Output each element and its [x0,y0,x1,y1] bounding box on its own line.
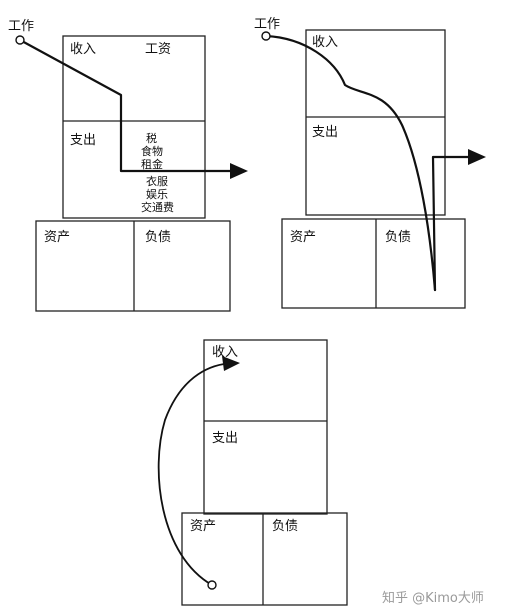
cashflow-arrow-2 [431,155,472,292]
income-label-2: 收入 [312,35,338,50]
balance-sheet-box-1 [35,220,231,312]
expense-label-3: 支出 [212,431,238,446]
work-node-1 [15,35,25,45]
salary-label-1: 工资 [145,42,171,57]
expense-label-1: 支出 [70,133,96,148]
diagram-2: 工作 收入 支出 资产 负债 [254,17,486,309]
liabilities-label-1: 负债 [145,230,171,245]
expense-item-food: 食物 [141,144,163,158]
arrow-head-2 [468,149,486,165]
expense-item-tax: 税 [146,131,157,145]
expense-item-entertainment: 娱乐 [146,187,168,201]
income-statement-box-1 [62,35,206,219]
arrow-head-3 [222,356,240,371]
income-statement-box-3 [203,339,328,515]
expense-item-rent: 租金 [141,157,163,171]
arrow-head-1 [230,163,248,179]
expense-item-transport: 交通费 [141,200,174,214]
assets-label-1: 资产 [44,230,70,245]
assets-label-2: 资产 [290,230,316,245]
income-statement-box-2 [305,29,446,216]
balance-sheet-box-3 [181,512,348,606]
work-label-2: 工作 [254,17,280,32]
expense-label-2: 支出 [312,125,338,140]
income-label-1: 收入 [70,42,96,57]
cashflow-arrow-1 [18,38,234,173]
cashflow-curve-3 [157,363,225,586]
liabilities-label-2: 负债 [385,230,411,245]
expense-item-clothing: 衣服 [146,174,168,188]
work-node-2 [261,31,271,41]
assets-label-3: 资产 [190,519,216,534]
watermark: 知乎 @Kimo大师 [382,590,484,606]
work-label-1: 工作 [8,19,34,34]
income-label-3: 收入 [212,345,238,360]
diagram-3: 收入 支出 资产 负债 [157,339,348,606]
cashflow-curve-2 [264,34,437,292]
diagram-1: 工作 收入 工资 支出 税 食物 租金 衣服 娱乐 交通费 资产 负债 [8,19,248,312]
asset-node-3 [207,580,217,590]
liabilities-label-3: 负债 [272,519,298,534]
balance-sheet-box-2 [281,218,466,309]
